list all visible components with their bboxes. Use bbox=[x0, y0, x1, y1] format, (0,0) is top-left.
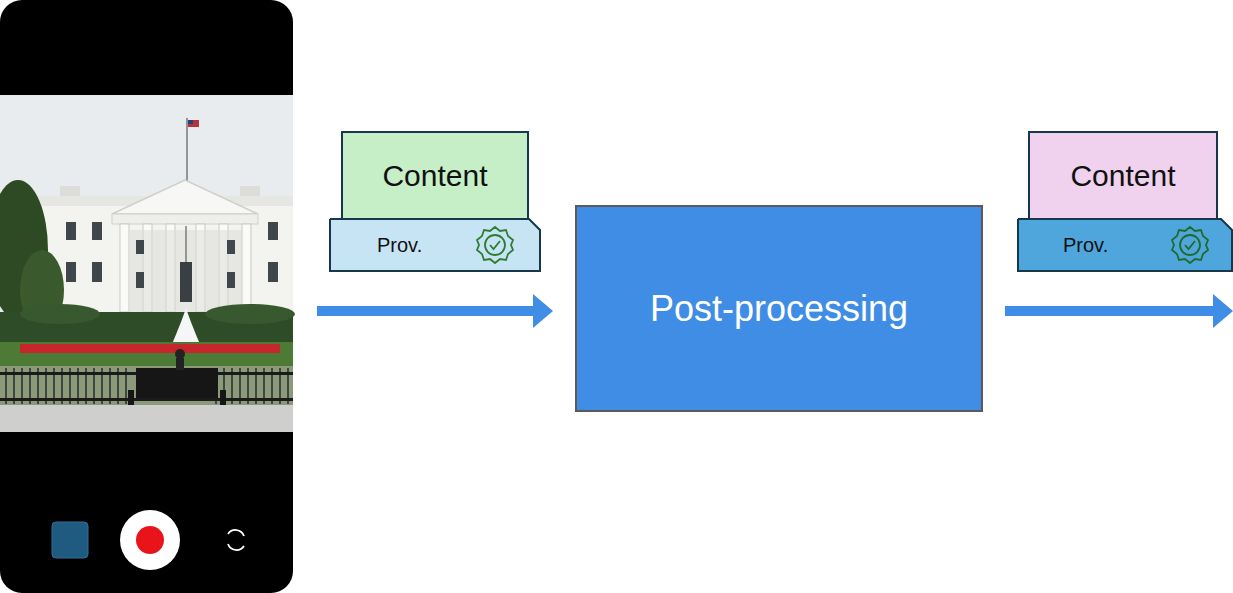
record-dot bbox=[136, 526, 164, 554]
box-label: Post-processing bbox=[650, 288, 908, 329]
provenance-tab: Prov. bbox=[329, 218, 541, 272]
process-box: Post-processing bbox=[575, 205, 983, 412]
box-label: Content bbox=[382, 159, 487, 194]
flow-arrow bbox=[317, 294, 553, 328]
phone-body bbox=[0, 0, 293, 593]
verified-badge bbox=[477, 227, 513, 263]
box-label: Content bbox=[1070, 159, 1175, 194]
tab-shape bbox=[330, 219, 540, 271]
tab-shape bbox=[1018, 219, 1232, 271]
flow-arrow bbox=[1005, 294, 1233, 328]
switch-camera-icon bbox=[228, 530, 244, 550]
content-box: Content bbox=[1028, 131, 1218, 222]
tab-outline bbox=[1017, 218, 1233, 272]
tab-outline bbox=[329, 218, 541, 272]
verified-badge bbox=[1172, 227, 1208, 263]
tab-label: Prov. bbox=[377, 234, 422, 257]
tab-label: Prov. bbox=[1063, 234, 1108, 257]
provenance-tab: Prov. bbox=[1017, 218, 1233, 272]
record-button bbox=[120, 510, 180, 570]
white-house-photo bbox=[0, 95, 295, 432]
gallery-button bbox=[52, 522, 88, 558]
content-box: Content bbox=[341, 131, 529, 222]
